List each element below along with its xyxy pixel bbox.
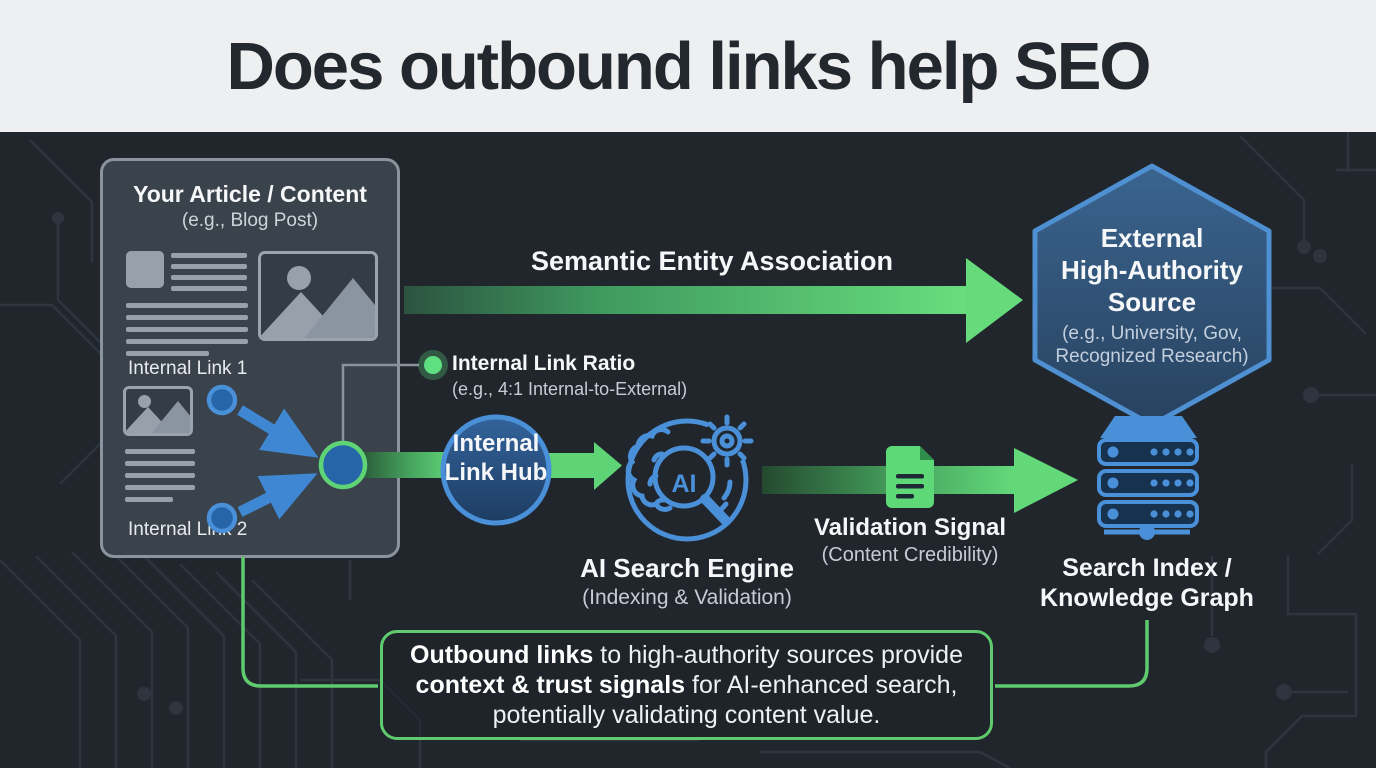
internal-link-1-label: Internal Link 1 bbox=[128, 358, 248, 379]
text-line bbox=[126, 303, 248, 308]
text-line bbox=[125, 473, 195, 478]
text-line bbox=[171, 275, 247, 280]
conclusion-line-2: context & trust signals for AI-enhanced … bbox=[415, 671, 958, 699]
article-card-subtitle: (e.g., Blog Post) bbox=[181, 210, 319, 231]
conclusion-line-3: potentially validating content value. bbox=[492, 701, 881, 729]
text-line bbox=[126, 327, 248, 332]
page-title: Does outbound links help SEO bbox=[226, 28, 1152, 104]
internal-link-ratio-subtitle: (e.g., 4:1 Internal-to-External) bbox=[452, 379, 688, 399]
text-line bbox=[126, 315, 248, 320]
text-line bbox=[171, 286, 247, 291]
internal-link-2-label: Internal Link 2 bbox=[128, 519, 248, 540]
text-line bbox=[125, 449, 195, 454]
semantic-association-label: Semantic Entity Association bbox=[530, 246, 894, 276]
conclusion-line-1: Outbound links to high-authority sources… bbox=[410, 641, 963, 669]
article-image-placeholder-small bbox=[123, 386, 193, 436]
internal-link-hub-label: Internal Link Hub bbox=[444, 430, 548, 486]
text-line bbox=[125, 485, 195, 490]
text-line bbox=[171, 264, 247, 269]
text-line bbox=[125, 461, 195, 466]
text-line bbox=[126, 351, 209, 356]
validation-signal-subtitle: (Content Credibility) bbox=[821, 544, 999, 566]
article-thumbnail-placeholder bbox=[126, 251, 164, 288]
article-content-card: Your Article / Content (e.g., Blog Post)… bbox=[100, 158, 400, 558]
header-banner: Does outbound links help SEO bbox=[0, 0, 1376, 132]
external-source-label: External High-Authority Source (e.g., Un… bbox=[1055, 223, 1249, 367]
text-line bbox=[125, 497, 173, 502]
ai-search-engine-title: AI Search Engine bbox=[580, 553, 794, 583]
article-image-placeholder bbox=[258, 251, 378, 341]
search-index-label: Search Index / Knowledge Graph bbox=[1040, 554, 1254, 612]
ai-search-engine-subtitle: (Indexing & Validation) bbox=[582, 586, 792, 609]
article-card-title: Your Article / Content bbox=[133, 181, 367, 207]
conclusion-callout-box: Outbound links to high-authority sources… bbox=[380, 630, 993, 740]
internal-link-ratio-title: Internal Link Ratio bbox=[452, 352, 636, 375]
text-line bbox=[171, 253, 247, 258]
ai-icon-text: AI bbox=[671, 470, 697, 498]
validation-signal-title: Validation Signal bbox=[813, 514, 1007, 541]
text-line bbox=[126, 339, 248, 344]
